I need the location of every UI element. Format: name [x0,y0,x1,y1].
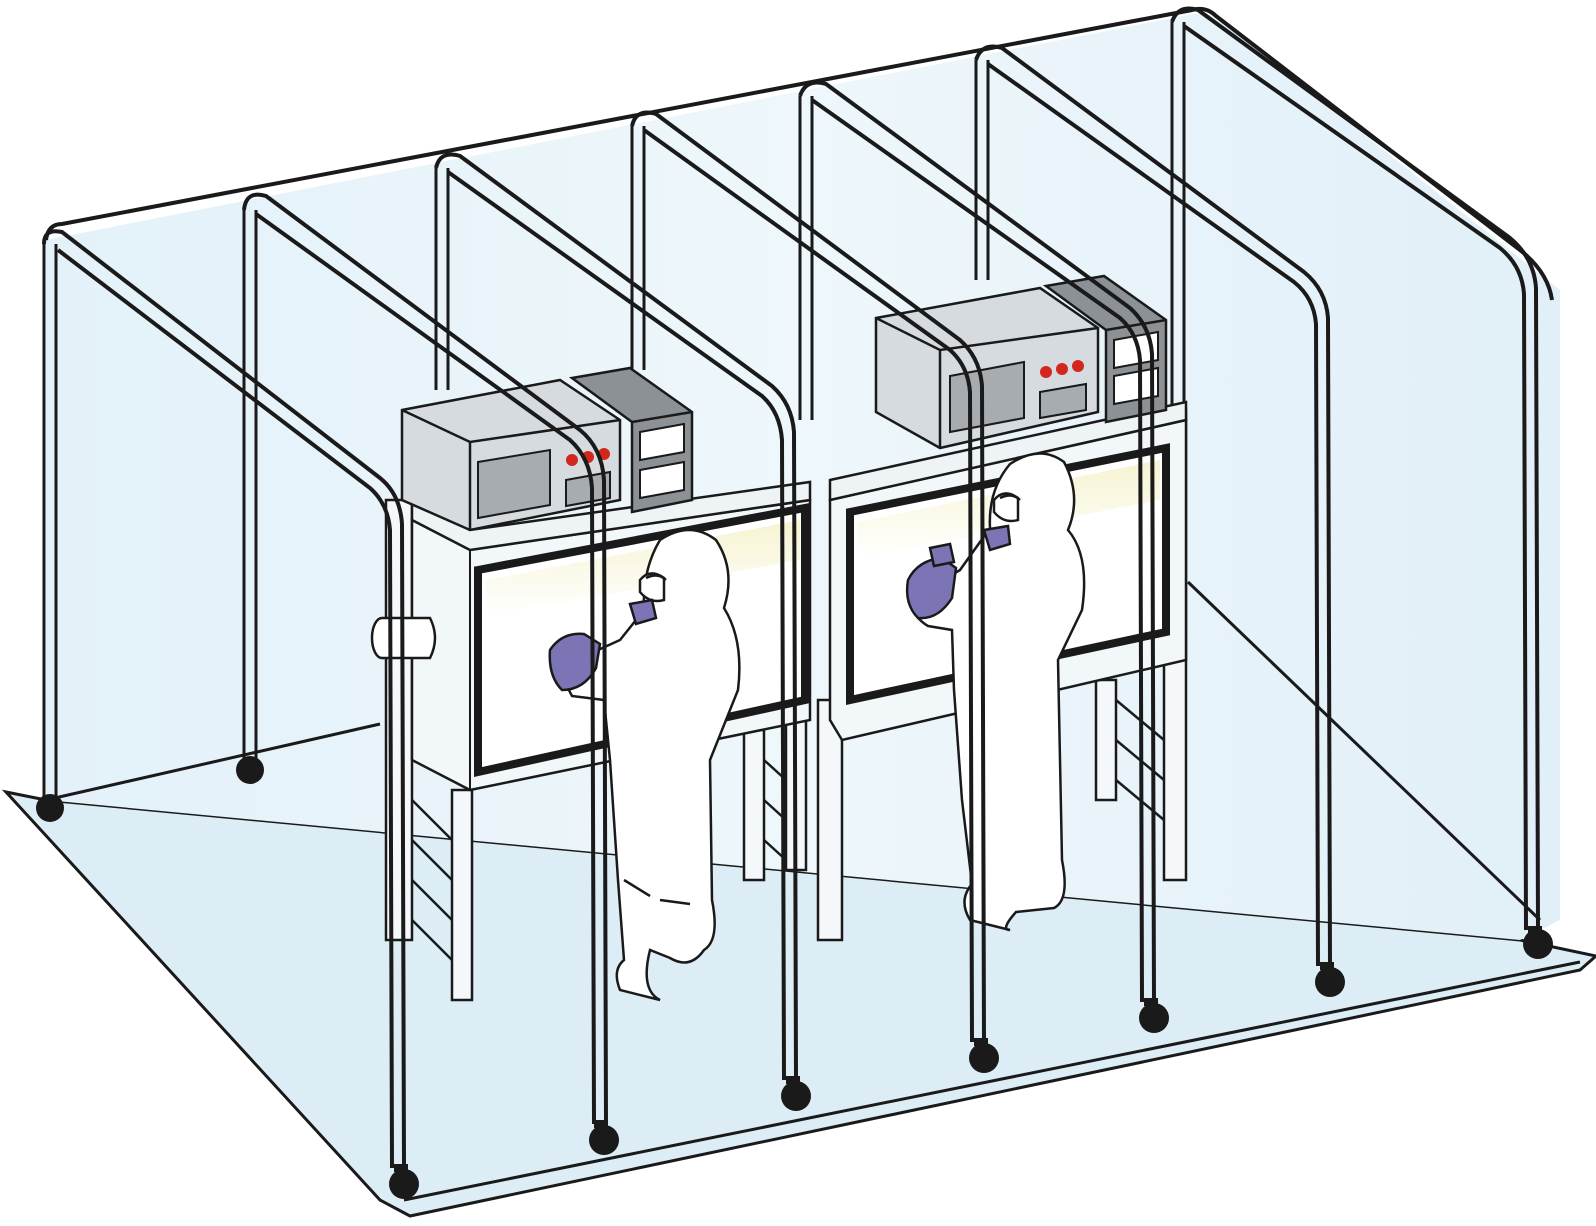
tent-roof-edge [44,6,1554,301]
indicator-light-icon [566,454,578,466]
indicator-light-icon [1072,360,1084,372]
worker-left [548,528,741,1002]
glove-icon [628,598,658,626]
glove-icon [982,524,1012,552]
caster-icon [969,1043,999,1073]
front-casters [389,926,1553,1199]
caster-icon [781,1081,811,1111]
goggles-icon [999,494,1021,501]
indicator-light-icon [1056,363,1068,375]
glove-icon [928,542,956,568]
glove-icon [548,632,602,692]
goggles-icon [645,574,667,581]
tent-right-floor-line [1186,580,1542,922]
glove-icon [905,556,958,620]
caster-icon [1139,1003,1169,1033]
screen-icon [477,448,551,520]
indicator-light-icon [1040,366,1052,378]
control-unit-box [568,366,694,514]
tent-front-floor-line [403,960,1581,1202]
tent-back-floor-line [45,722,381,802]
back-casters [36,756,264,822]
caster-icon [36,794,64,822]
caster-icon [1315,967,1345,997]
caster-icon [589,1125,619,1155]
caster-icon [236,756,264,784]
worker-right [905,452,1086,932]
tube-frame-arches [42,6,1540,1169]
caster-icon [389,1169,419,1199]
caster-icon [1523,929,1553,959]
